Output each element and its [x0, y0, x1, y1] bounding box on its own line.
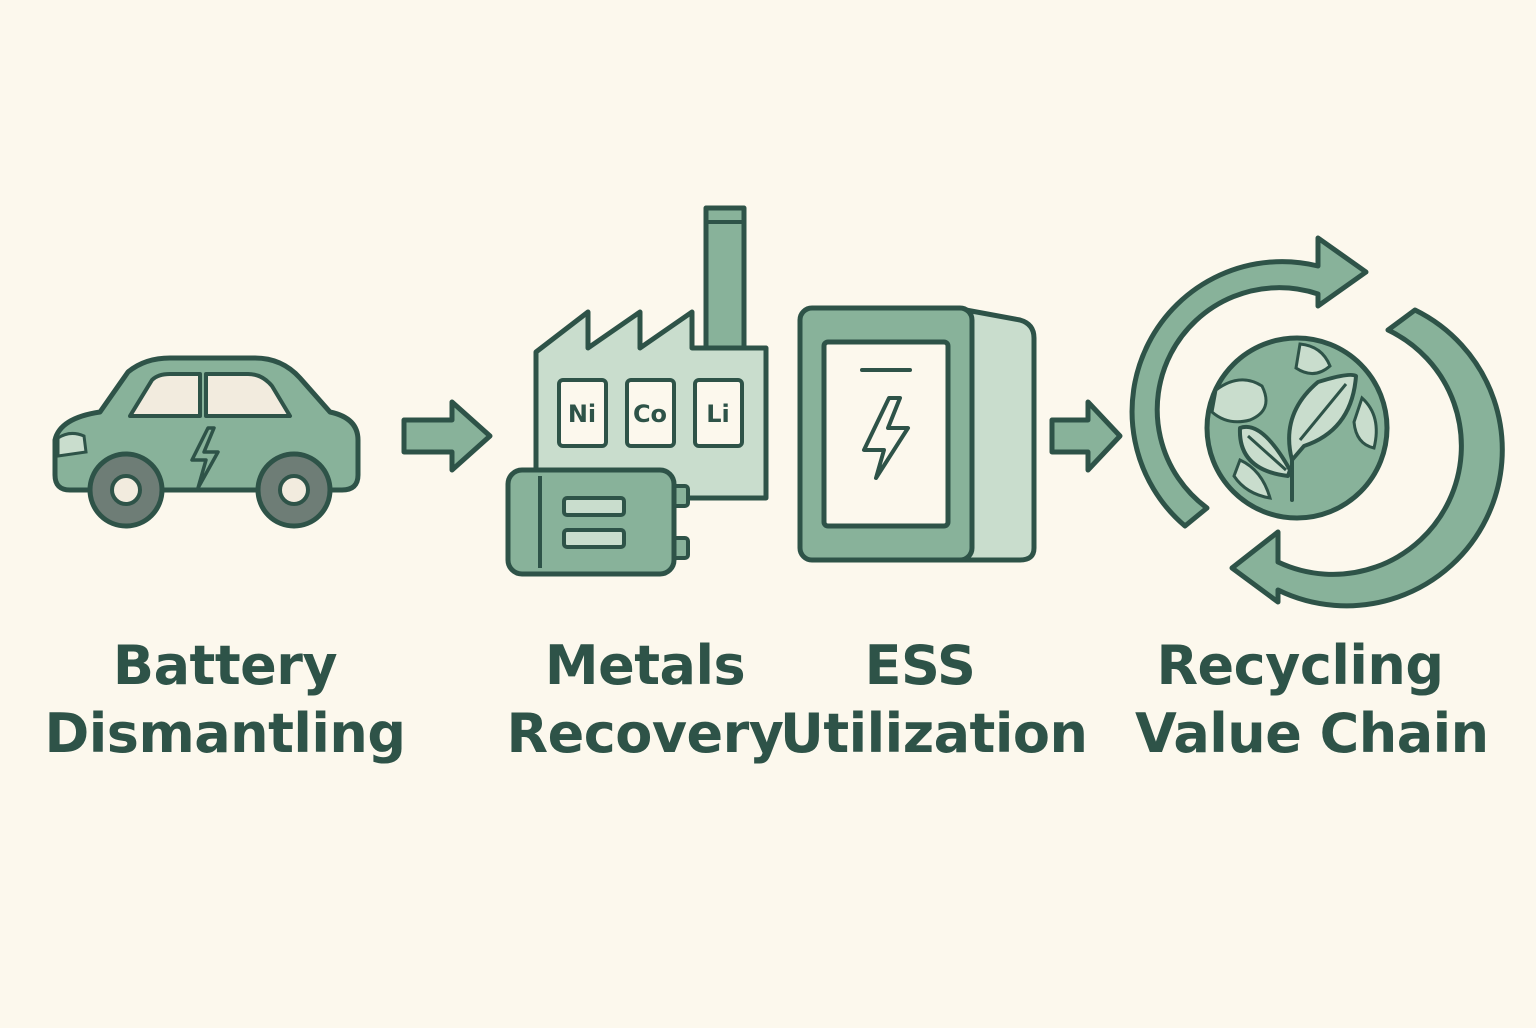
label-line: Recovery — [506, 702, 784, 765]
electric-car-icon — [52, 355, 361, 529]
step-label-metals-recovery: Metals Recovery — [500, 632, 790, 768]
factory-icon: Ni Co Li — [533, 205, 769, 501]
step-label-recycling-value-chain: Recycling Value Chain — [1135, 632, 1489, 768]
recycling-globe-leaf-icon — [1129, 235, 1505, 609]
battery-pack-icon — [505, 467, 690, 577]
step-label-ess-utilization: ESS Utilization — [780, 632, 1088, 768]
label-line: Value Chain — [1135, 702, 1489, 765]
energy-storage-cabinet-icon — [797, 305, 1037, 563]
label-line: Utilization — [780, 702, 1088, 765]
arrow-right-icon — [401, 399, 493, 473]
arrow-right-icon — [1049, 399, 1123, 473]
label-line: Recycling — [1156, 634, 1444, 697]
element-lithium: Li — [706, 400, 730, 428]
label-line: Dismantling — [44, 702, 406, 765]
step-label-battery-dismantling: Battery Dismantling — [40, 632, 410, 768]
label-line: Metals — [544, 634, 746, 697]
label-line: Battery — [112, 634, 338, 697]
label-line: ESS — [864, 634, 976, 697]
element-nickel: Ni — [568, 400, 596, 428]
element-cobalt: Co — [633, 400, 667, 428]
